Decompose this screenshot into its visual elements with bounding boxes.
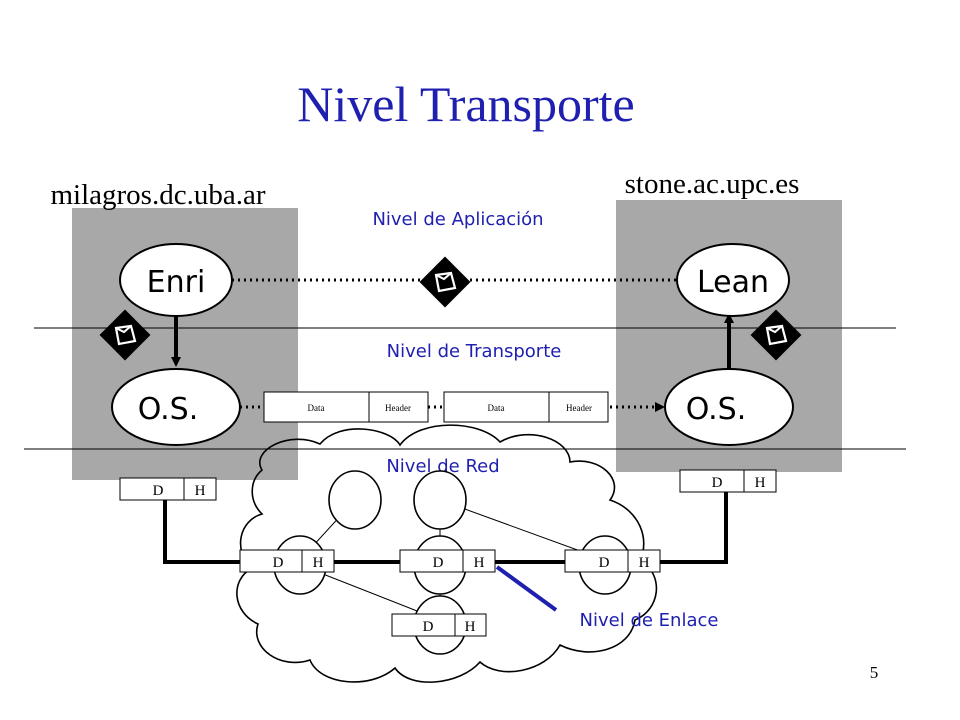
segment-data-label: Data xyxy=(308,403,325,413)
link-layer-pointer xyxy=(495,565,558,612)
segment-header-label: Header xyxy=(566,403,592,413)
transport-segment: Data Header xyxy=(263,391,429,423)
right-host-frame: D H xyxy=(679,469,777,493)
frame-header-label: H xyxy=(755,475,766,491)
network-frame: D H xyxy=(564,549,661,573)
transport-segment: Data Header xyxy=(443,391,609,423)
network-cloud xyxy=(236,424,658,683)
frame-header-label: H xyxy=(474,555,485,571)
left-link-wire xyxy=(163,492,240,564)
right-app-label: Lean xyxy=(697,265,769,300)
link-layer-label: Nivel de Enlace xyxy=(580,610,719,631)
application-layer-label: Nivel de Aplicación xyxy=(372,209,543,230)
network-frame: D H xyxy=(399,549,496,573)
page-number: 5 xyxy=(870,663,879,682)
segment-header-label: Header xyxy=(385,403,411,413)
frame-header-label: H xyxy=(639,555,650,571)
slide-title: Nivel Transporte xyxy=(297,76,635,132)
frame-data-label: D xyxy=(712,475,723,491)
left-os-label: O.S. xyxy=(138,392,199,427)
left-host-frame: D H xyxy=(119,477,217,501)
network-layer-label: Nivel de Red xyxy=(386,456,499,477)
right-os-process: O.S. xyxy=(664,368,794,446)
right-app-process: Lean xyxy=(676,243,790,317)
frame-data-label: D xyxy=(599,555,610,571)
frame-data-label: D xyxy=(273,555,284,571)
right-hostname: stone.ac.upc.es xyxy=(625,168,800,200)
left-app-process: Enri xyxy=(119,243,233,317)
right-link-wire xyxy=(660,490,728,564)
left-os-process: O.S. xyxy=(111,368,241,446)
envelope-icon xyxy=(418,255,472,309)
router-node xyxy=(328,470,382,530)
network-frame: D H xyxy=(391,613,487,637)
frame-header-label: H xyxy=(465,619,476,635)
network-frame: D H xyxy=(239,549,335,573)
frame-data-label: D xyxy=(433,555,444,571)
left-hostname: milagros.dc.uba.ar xyxy=(50,179,265,211)
transport-layer-label: Nivel de Transporte xyxy=(387,341,562,362)
frame-data-label: D xyxy=(423,619,434,635)
segment-data-label: Data xyxy=(488,403,505,413)
left-app-label: Enri xyxy=(147,265,206,300)
frame-header-label: H xyxy=(195,483,206,499)
frame-data-label: D xyxy=(153,483,164,499)
router-node xyxy=(413,470,467,530)
right-os-label: O.S. xyxy=(686,392,747,427)
frame-header-label: H xyxy=(313,555,324,571)
